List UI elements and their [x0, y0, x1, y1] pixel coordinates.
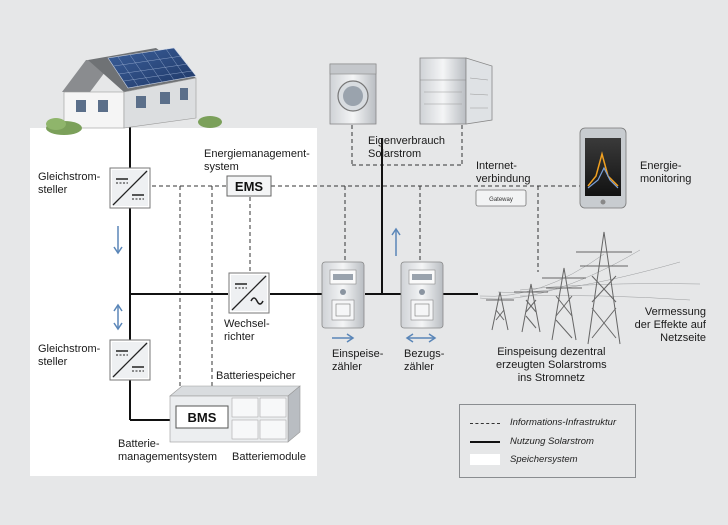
ems-box: EMS: [226, 175, 272, 197]
legend-dashed-swatch: [470, 423, 500, 424]
legend-item-information: Informations-Infrastruktur: [470, 417, 630, 431]
power-lines: [129, 118, 478, 421]
legend: Informations-Infrastruktur Nutzung Solar…: [459, 404, 636, 478]
feed-in-meter-label: Einspeise- zähler: [332, 348, 384, 373]
bms-label: BMS: [188, 410, 217, 425]
battery-modules-label: Batteriemodule: [232, 451, 306, 463]
legend-item-storage: Speichersystem: [470, 454, 630, 468]
energy-monitoring-tablet: [579, 127, 627, 209]
self-consumption-label: Eigenverbrauch Solarstrom: [368, 135, 446, 160]
information-lines: [152, 118, 593, 418]
inverter: [228, 272, 270, 314]
feed-in-meter: [321, 261, 365, 329]
house-with-solar: [46, 47, 222, 135]
legend-solar-usage-label: Nutzung Solarstrom: [510, 436, 594, 447]
legend-white-swatch: [470, 454, 500, 465]
dc-converter-bottom-label: Gleichstrom- steller: [38, 343, 101, 368]
internet-connection-label: Internet- verbindung: [476, 160, 531, 185]
washing-machine: [329, 63, 377, 125]
grid-measurement-label: Vermessung der Effekte auf Netzseite: [634, 306, 706, 344]
dc-converter-bottom: [109, 339, 151, 381]
inverter-label: Wechsel- richter: [224, 318, 270, 343]
battery-storage-label: Batteriespeicher: [216, 370, 296, 382]
battery-management-label: Batterie- managementsystem: [118, 438, 218, 463]
consumption-meter: [400, 261, 444, 329]
ems-label: EMS: [235, 179, 264, 194]
legend-storage-label: Speichersystem: [510, 454, 578, 465]
refrigerator: [419, 57, 493, 125]
energy-management-label: Energiemanagement- system: [204, 148, 310, 173]
power-grid-towers: [479, 231, 701, 345]
dc-converter-top: [109, 167, 151, 209]
legend-information-label: Informations-Infrastruktur: [510, 417, 617, 428]
legend-solid-swatch: [470, 441, 500, 443]
battery-modules: BMS: [169, 385, 301, 443]
legend-item-solar-usage: Nutzung Solarstrom: [470, 436, 630, 450]
consumption-meter-label: Bezugs- zähler: [404, 348, 445, 373]
gateway-device: Gateway: [475, 189, 527, 207]
dc-converter-top-label: Gleichstrom- steller: [38, 171, 101, 196]
grid-feed-in-label: Einspeisung dezentral erzeugten Solarstr…: [496, 346, 607, 384]
gateway-label: Gateway: [489, 197, 513, 203]
flow-arrows: [113, 226, 437, 343]
energy-monitoring-label: Energie- monitoring: [640, 160, 692, 185]
